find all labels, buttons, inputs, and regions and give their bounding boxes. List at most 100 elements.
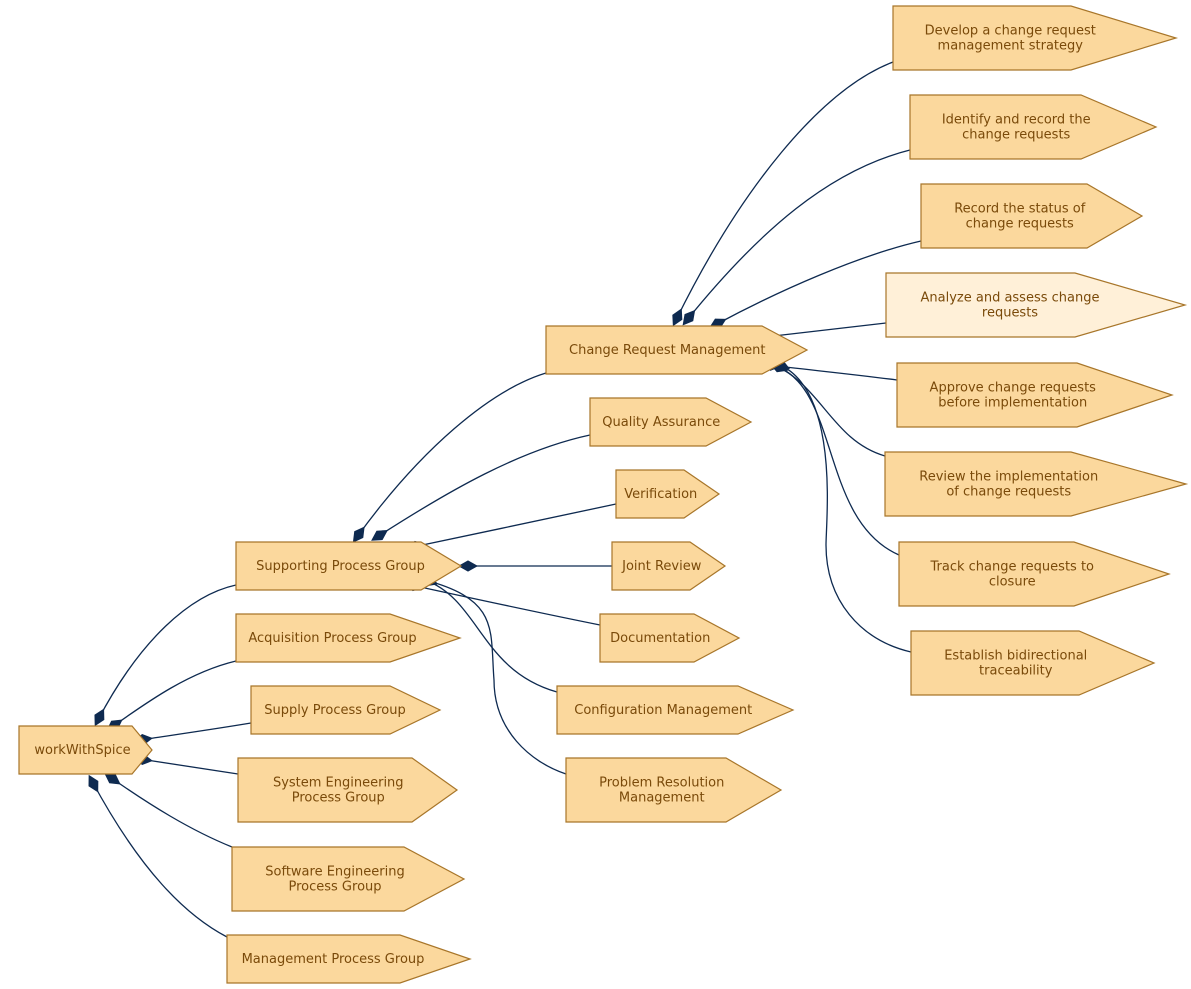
- node-label: Analyze and assess change: [921, 291, 1100, 306]
- edge-spg-qa: [376, 434, 591, 538]
- node-shape: [615, 469, 721, 519]
- node-shape: [611, 541, 727, 591]
- node-label: Joint Review: [621, 559, 702, 574]
- node-jr[interactable]: Joint Review: [611, 541, 727, 591]
- node-label: Approve change requests: [930, 381, 1097, 396]
- node-shape: [235, 541, 463, 591]
- edge-crm-t7: [775, 365, 900, 556]
- edge-crm-t8: [777, 363, 912, 653]
- node-label: management strategy: [938, 39, 1084, 54]
- node-root[interactable]: workWithSpice: [18, 725, 153, 775]
- node-shape: [589, 397, 753, 447]
- node-label: Acquisition Process Group: [248, 631, 416, 646]
- node-label: change requests: [962, 128, 1070, 143]
- node-label: Establish bidirectional: [944, 649, 1087, 664]
- node-shape: [885, 272, 1188, 338]
- edge-root-spg: [97, 584, 237, 721]
- node-label: Process Group: [288, 880, 381, 895]
- composition-diamond: [88, 774, 99, 793]
- edge-spg-ver: [412, 503, 617, 548]
- composition-diamond: [94, 708, 105, 727]
- node-label: Identify and record the: [942, 113, 1091, 128]
- node-shape: [920, 183, 1144, 249]
- edge-root-sys: [139, 758, 239, 775]
- edge-crm-t1: [675, 61, 894, 321]
- node-label: Configuration Management: [574, 703, 752, 718]
- node-label: Quality Assurance: [602, 415, 720, 430]
- node-shape: [896, 362, 1174, 428]
- node-ver[interactable]: Verification: [615, 469, 721, 519]
- node-label: Problem Resolution: [599, 776, 724, 791]
- node-mgt[interactable]: Management Process Group: [226, 934, 472, 984]
- node-shape: [892, 5, 1179, 71]
- edge-crm-t4: [764, 322, 887, 338]
- node-shape: [599, 613, 741, 663]
- edge-spg-prm: [424, 579, 567, 775]
- node-shape: [231, 846, 466, 912]
- node-shape: [237, 757, 459, 823]
- node-shape: [565, 757, 783, 823]
- node-label: before implementation: [938, 396, 1087, 411]
- node-label: Review the implementation: [919, 470, 1098, 485]
- node-shape: [884, 451, 1189, 517]
- node-acq[interactable]: Acquisition Process Group: [235, 613, 462, 663]
- edge-layer: [88, 61, 922, 938]
- node-shape: [226, 934, 472, 984]
- edge-root-acq: [111, 660, 237, 728]
- node-label: Develop a change request: [925, 24, 1096, 39]
- node-label: closure: [989, 575, 1036, 590]
- node-crm[interactable]: Change Request Management: [545, 325, 809, 375]
- node-label: Supporting Process Group: [256, 559, 425, 574]
- node-label: Process Group: [292, 791, 385, 806]
- node-label: Management: [619, 791, 705, 806]
- node-shape: [556, 685, 795, 735]
- edge-spg-doc: [410, 584, 601, 626]
- composition-diamond: [352, 526, 365, 543]
- node-qa[interactable]: Quality Assurance: [589, 397, 753, 447]
- node-sup[interactable]: Supply Process Group: [250, 685, 442, 735]
- node-label: traceability: [979, 664, 1053, 679]
- composition-diamond: [371, 529, 388, 541]
- node-shape: [545, 325, 809, 375]
- node-label: Supply Process Group: [264, 703, 405, 718]
- node-label: Verification: [624, 487, 697, 502]
- node-shape: [18, 725, 153, 775]
- edge-spg-cfg: [424, 579, 558, 693]
- node-label: requests: [982, 306, 1038, 321]
- node-label: Software Engineering: [265, 865, 404, 880]
- node-shape: [250, 685, 442, 735]
- node-label: Change Request Management: [569, 343, 765, 358]
- node-spg[interactable]: Supporting Process Group: [235, 541, 463, 591]
- edge-root-mgt: [91, 780, 228, 938]
- node-cfg[interactable]: Configuration Management: [556, 685, 795, 735]
- edge-root-swe: [109, 776, 233, 848]
- node-shape: [898, 541, 1171, 607]
- composition-diamond: [457, 560, 479, 572]
- node-shape: [909, 94, 1158, 160]
- node-label: Management Process Group: [242, 952, 425, 967]
- node-label: Record the status of: [954, 202, 1086, 217]
- node-layer: workWithSpice Supporting Process GroupAcq…: [18, 5, 1189, 984]
- composition-diamond: [682, 309, 696, 326]
- node-shape: [235, 613, 462, 663]
- node-label: workWithSpice: [34, 743, 130, 758]
- node-label: Documentation: [610, 631, 710, 646]
- composition-diamond: [672, 308, 683, 327]
- edge-root-sup: [139, 722, 252, 741]
- node-doc[interactable]: Documentation: [599, 613, 741, 663]
- edge-crm-t2: [686, 149, 911, 321]
- edge-crm-t3: [714, 240, 922, 326]
- node-label: change requests: [966, 217, 1074, 232]
